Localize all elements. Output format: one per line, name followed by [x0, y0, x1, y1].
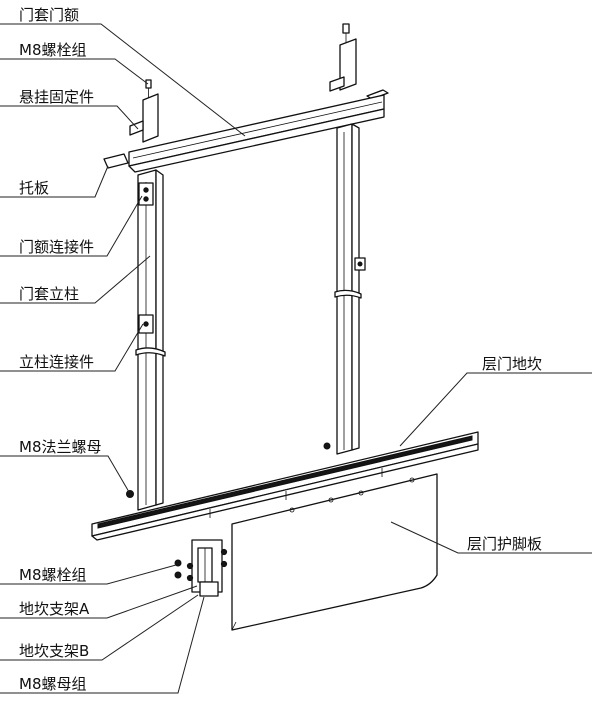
left-jamb-post	[126, 169, 166, 511]
door-header-beam	[103, 94, 385, 173]
hanging-bracket-left	[129, 79, 159, 143]
toe-guard-panel	[231, 473, 438, 631]
label-support-plate: 托板	[19, 179, 49, 197]
right-jamb-post	[323, 123, 366, 455]
label-m8-nut-set: M8螺母组	[19, 675, 87, 693]
label-header-connector: 门额连接件	[19, 238, 94, 256]
label-door-jamb-post: 门套立柱	[19, 285, 79, 303]
label-post-connector: 立柱连接件	[19, 353, 94, 371]
leader-lines	[0, 23, 592, 694]
label-sill-bracket-b: 地坎支架B	[19, 642, 89, 660]
label-m8-bolt-set-top: M8螺栓组	[19, 41, 87, 59]
label-m8-flange-nut: M8法兰螺母	[19, 438, 102, 456]
label-m8-bolt-set-bottom: M8螺栓组	[19, 566, 87, 584]
label-landing-sill: 层门地坎	[482, 355, 542, 373]
landing-sill	[91, 431, 479, 541]
sill-brackets	[174, 539, 228, 597]
hanging-bracket-right	[329, 23, 389, 100]
label-toe-guard: 层门护脚板	[467, 535, 542, 553]
label-hanging-bracket: 悬挂固定件	[19, 88, 94, 106]
label-sill-bracket-a: 地坎支架A	[19, 600, 90, 618]
label-door-header: 门套门额	[19, 6, 79, 24]
